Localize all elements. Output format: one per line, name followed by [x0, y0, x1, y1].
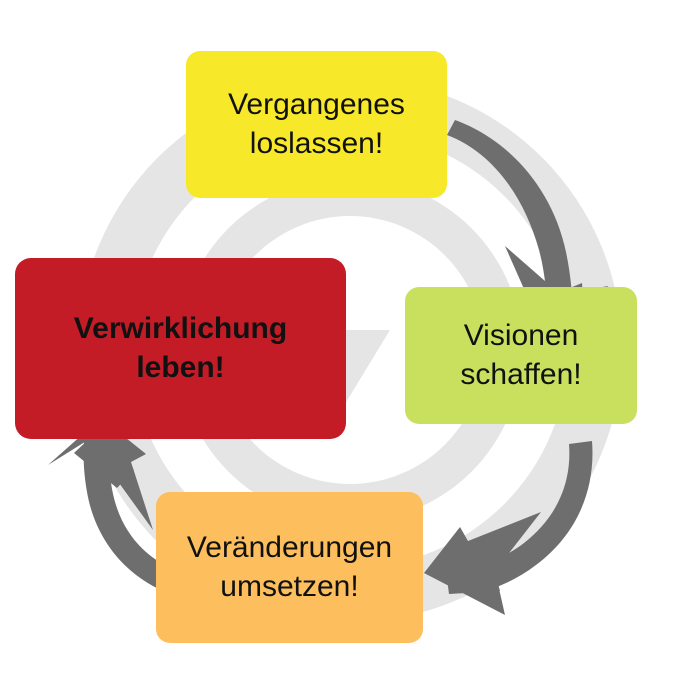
arrow-vision-to-change: [424, 441, 593, 615]
node-label-past: Vergangenes loslassen!: [228, 88, 405, 160]
node-label-vision: Visionen schaffen!: [460, 319, 582, 391]
node-veraenderungen-umsetzen[interactable]: Veränderungen umsetzen!: [156, 492, 423, 643]
node-vergangenes-loslassen[interactable]: Vergangenes loslassen!: [186, 51, 447, 198]
node-label-live: Verwirklichung leben!: [73, 312, 288, 384]
node-label-change: Veränderungen umsetzen!: [186, 531, 393, 603]
node-verwirklichung-leben[interactable]: Verwirklichung leben!: [15, 258, 346, 439]
arrow-change-to-live: [48, 414, 180, 594]
node-visionen-schaffen[interactable]: Visionen schaffen!: [405, 287, 637, 424]
